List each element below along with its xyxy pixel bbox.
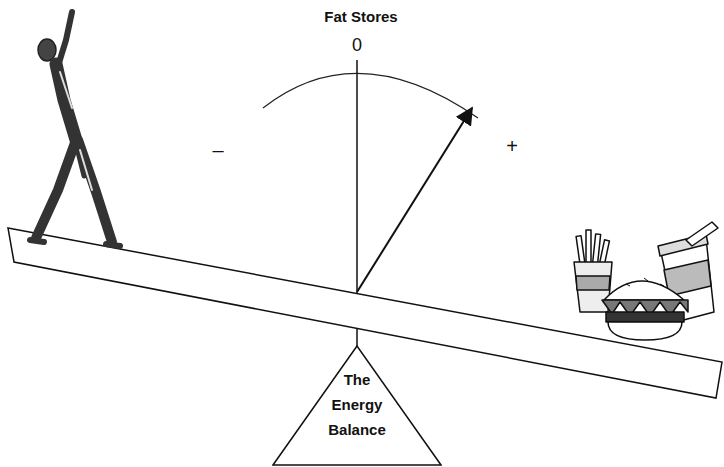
fulcrum-label: The Energy Balance xyxy=(324,367,390,442)
needle-arrow xyxy=(357,108,472,292)
plus-sign: + xyxy=(506,135,518,158)
scale-arc xyxy=(263,73,478,118)
scale-title: Fat Stores xyxy=(324,8,397,25)
zero-mark: 0 xyxy=(352,35,362,56)
exercise-figure xyxy=(30,12,120,246)
minus-sign: – xyxy=(212,139,223,162)
fulcrum-triangle: The Energy Balance xyxy=(272,345,442,466)
fast-food xyxy=(574,222,718,340)
